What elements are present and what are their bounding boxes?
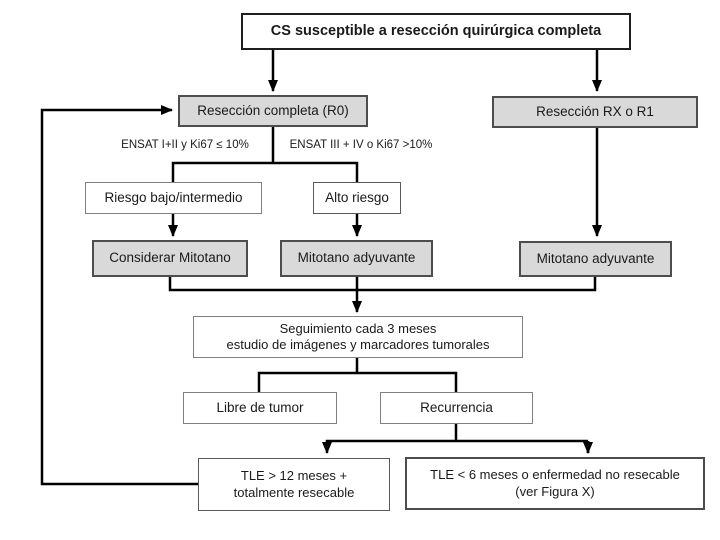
node-recurrence-label: Recurrencia	[420, 399, 493, 415]
connector-followup-split	[257, 358, 458, 392]
node-tumor-free: Libre de tumor	[183, 392, 337, 424]
node-tumor-free-label: Libre de tumor	[216, 399, 304, 415]
node-mitotane-adjuvant-right: Mitotano adyuvante	[519, 241, 672, 277]
node-tle-lt6: TLE < 6 meses o enfermedad no resecable …	[405, 457, 705, 510]
edge-label-ensat-high-text: ENSAT III + IV o Ki67 >10%	[289, 139, 433, 151]
node-tle-gt12: TLE > 12 meses + totalmente resecable	[198, 458, 390, 511]
node-high-risk: Alto riesgo	[313, 182, 401, 214]
node-consider-mitotane-label: Considerar Mitotano	[109, 250, 231, 266]
node-root: CS susceptible a resección quirúrgica co…	[241, 13, 631, 50]
node-resection-rx-r1-label: Resección RX o R1	[536, 103, 654, 119]
node-tle-gt12-line2: totalmente resecable	[233, 484, 355, 500]
edge-label-ensat-low-text: ENSAT I+II y Ki67 ≤ 10%	[121, 139, 249, 151]
node-mitotane-adjuvant-mid-label: Mitotano adyuvante	[297, 250, 416, 266]
node-low-intermediate-risk-label: Riesgo bajo/intermedio	[104, 189, 243, 205]
node-resection-r0: Resección completa (R0)	[178, 95, 368, 127]
connector-r0-split	[171, 127, 359, 182]
node-root-label: CS susceptible a resección quirúrgica co…	[270, 23, 602, 40]
node-low-intermediate-risk: Riesgo bajo/intermedio	[85, 182, 262, 214]
node-resection-r0-label: Resección completa (R0)	[197, 102, 349, 118]
node-tle-lt6-line2: (ver Figura X)	[515, 483, 595, 499]
node-mitotane-adjuvant-mid: Mitotano adyuvante	[280, 240, 433, 277]
node-resection-rx-r1: Resección RX o R1	[492, 96, 698, 128]
node-followup: Seguimiento cada 3 meses estudio de imág…	[193, 316, 523, 358]
node-mitotane-adjuvant-right-label: Mitotano adyuvante	[536, 250, 655, 266]
connector-merge-to-followup	[168, 277, 597, 312]
node-tle-gt12-line1: TLE > 12 meses +	[240, 468, 348, 484]
node-consider-mitotane: Considerar Mitotano	[92, 240, 248, 277]
connector-recurrence-split	[325, 424, 590, 453]
edge-label-ensat-high: ENSAT III + IV o Ki67 >10%	[285, 139, 437, 151]
node-followup-line1: Seguimiento cada 3 meses	[279, 320, 437, 336]
node-recurrence: Recurrencia	[380, 392, 533, 424]
node-followup-line2: estudio de imágenes y marcadores tumoral…	[226, 337, 490, 352]
edge-label-ensat-low: ENSAT I+II y Ki67 ≤ 10%	[110, 139, 260, 151]
node-tle-lt6-line1: TLE < 6 meses o enfermedad no resecable	[430, 467, 680, 483]
node-high-risk-label: Alto riesgo	[325, 189, 389, 205]
connector-feedback-loop	[40, 105, 198, 486]
